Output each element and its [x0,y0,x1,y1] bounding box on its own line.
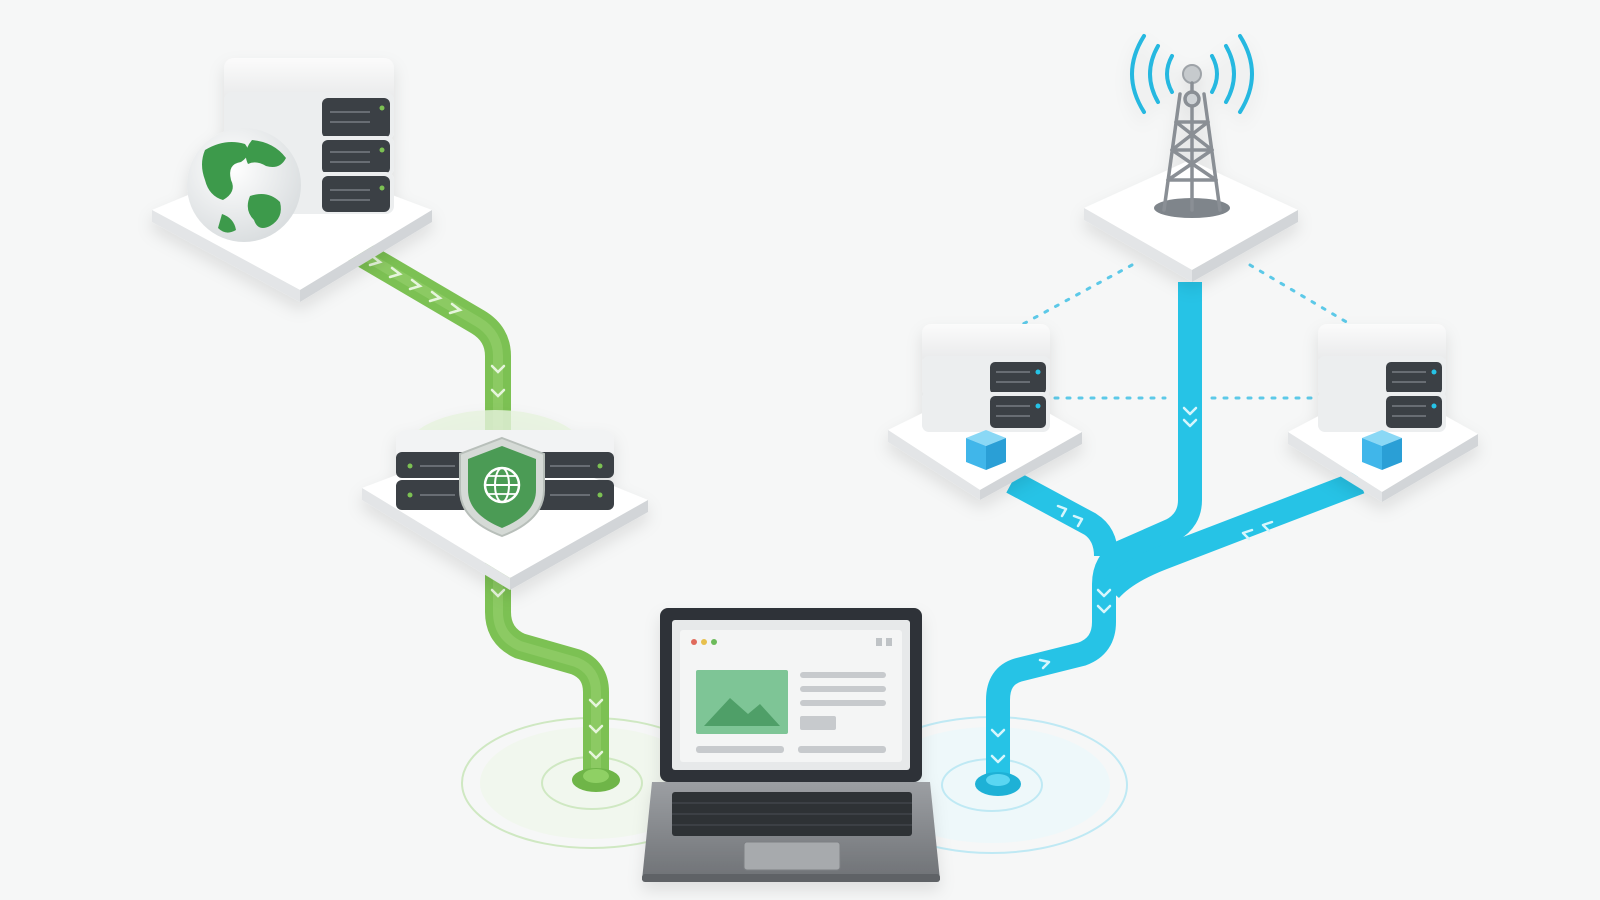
laptop-node[interactable] [642,608,940,882]
globe-icon [187,128,301,242]
edge-server-left-node[interactable] [888,324,1082,500]
green-data-path [345,236,620,792]
edge-server-right-node[interactable] [1288,324,1478,502]
dotted-mesh-links [1010,263,1362,400]
image-placeholder-icon [696,670,788,734]
blue-chevrons [990,406,1274,764]
laptop-trackpad [743,841,841,871]
cell-tower-node[interactable] [1084,34,1298,282]
signal-waves-icon [1130,34,1254,114]
laptop-icon [642,608,940,882]
secure-gateway-node[interactable] [362,410,648,590]
data-cube-icon [966,430,1006,470]
shield-globe-icon [459,436,545,538]
blue-data-paths [975,282,1365,796]
green-chevrons [368,254,604,760]
server-stack [922,324,1050,432]
server-stack [1318,324,1446,432]
radio-tower-icon [1154,64,1230,218]
data-cube-icon [1362,430,1402,470]
web-server-node[interactable] [152,58,432,302]
